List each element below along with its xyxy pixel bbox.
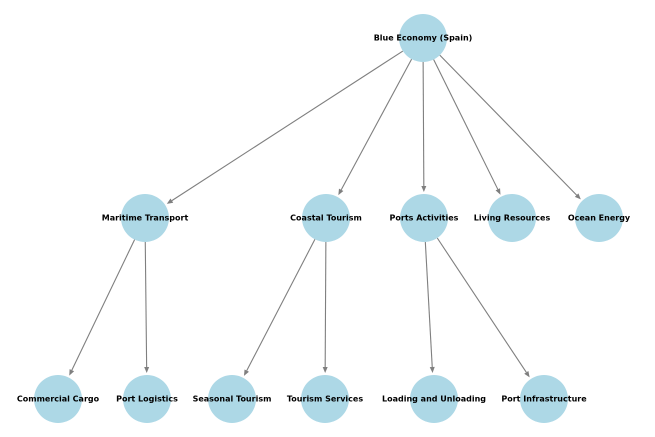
node-label-tourism-services: Tourism Services bbox=[287, 395, 363, 404]
arrowhead-tourism-services bbox=[322, 366, 328, 374]
node-label-commercial-cargo: Commercial Cargo bbox=[17, 395, 100, 404]
node-maritime-transport bbox=[121, 194, 169, 242]
node-ocean-energy bbox=[575, 194, 623, 242]
edge-ports-activities-to-port-infrastructure bbox=[436, 237, 527, 373]
node-label-ocean-energy: Ocean Energy bbox=[568, 214, 631, 223]
node-label-loading-and-unloading: Loading and Unloading bbox=[382, 395, 486, 404]
node-label-maritime-transport: Maritime Transport bbox=[102, 214, 189, 223]
node-label-living-resources: Living Resources bbox=[474, 214, 551, 223]
node-label-blue-economy-spain: Blue Economy (Spain) bbox=[374, 34, 473, 43]
edge-coastal-tourism-to-seasonal-tourism bbox=[246, 239, 316, 371]
node-label-seasonal-tourism: Seasonal Tourism bbox=[193, 395, 272, 404]
edge-ports-activities-to-loading-and-unloading bbox=[424, 241, 433, 368]
edge-blue-economy-spain-to-coastal-tourism bbox=[340, 58, 413, 191]
edge-blue-economy-spain-to-ocean-energy bbox=[439, 54, 578, 196]
node-coastal-tourism bbox=[302, 194, 350, 242]
node-loading-and-unloading bbox=[410, 375, 458, 423]
node-port-infrastructure bbox=[520, 375, 568, 423]
arrowhead-living-resources bbox=[495, 188, 501, 195]
arrowhead-maritime-transport bbox=[166, 198, 174, 204]
node-label-port-logistics: Port Logistics bbox=[116, 395, 178, 404]
node-label-coastal-tourism: Coastal Tourism bbox=[290, 214, 362, 223]
node-ports-activities bbox=[400, 194, 448, 242]
arrowhead-port-infrastructure bbox=[524, 370, 530, 378]
node-label-ports-activities: Ports Activities bbox=[390, 214, 459, 223]
arrowhead-ocean-energy bbox=[574, 193, 581, 200]
node-label-port-infrastructure: Port Infrastructure bbox=[501, 395, 587, 404]
arrowhead-port-logistics bbox=[144, 366, 150, 374]
node-commercial-cargo bbox=[34, 375, 82, 423]
node-port-logistics bbox=[123, 375, 171, 423]
arrowhead-commercial-cargo bbox=[69, 369, 75, 376]
node-tourism-services bbox=[301, 375, 349, 423]
edges-layer bbox=[69, 50, 581, 378]
edge-maritime-transport-to-commercial-cargo bbox=[71, 239, 136, 371]
arrowhead-seasonal-tourism bbox=[243, 369, 249, 376]
node-blue-economy-spain bbox=[399, 14, 447, 62]
arrowhead-coastal-tourism bbox=[338, 188, 344, 196]
nodes-layer bbox=[34, 14, 623, 423]
node-living-resources bbox=[488, 194, 536, 242]
edge-coastal-tourism-to-tourism-services bbox=[324, 241, 327, 368]
edge-blue-economy-spain-to-ports-activities bbox=[422, 61, 425, 187]
arrowhead-ports-activities bbox=[421, 185, 427, 193]
node-seasonal-tourism bbox=[208, 375, 256, 423]
edge-blue-economy-spain-to-living-resources bbox=[433, 59, 499, 190]
arrowhead-loading-and-unloading bbox=[429, 366, 435, 374]
edge-maritime-transport-to-port-logistics bbox=[144, 241, 148, 368]
edge-blue-economy-spain-to-maritime-transport bbox=[171, 50, 404, 202]
